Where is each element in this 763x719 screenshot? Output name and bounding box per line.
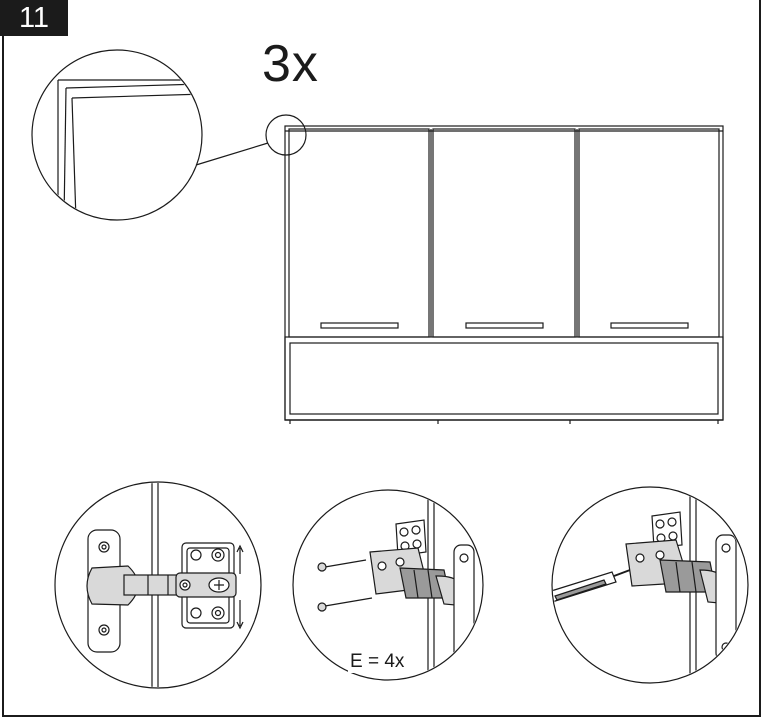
step-number-badge: 11 <box>0 0 68 36</box>
screwdriver-icon <box>551 486 749 684</box>
hinge-adjust-icon <box>54 481 262 689</box>
cabinet-shelf <box>284 336 724 421</box>
wall-cabinet <box>284 125 724 424</box>
screw-count-label: E = 4x <box>348 651 407 673</box>
cabinet-door-left <box>288 128 430 338</box>
hinge-mount-icon <box>292 489 484 681</box>
door-gap-detail-icon <box>31 49 307 221</box>
cabinet-door-middle <box>432 128 576 338</box>
cabinet-body <box>284 125 724 421</box>
door-handle-middle <box>465 322 544 329</box>
door-handle-left <box>320 322 399 329</box>
cabinet-door-right <box>578 128 720 338</box>
quantity-label: 3x <box>262 35 319 93</box>
door-handle-right <box>610 322 689 329</box>
